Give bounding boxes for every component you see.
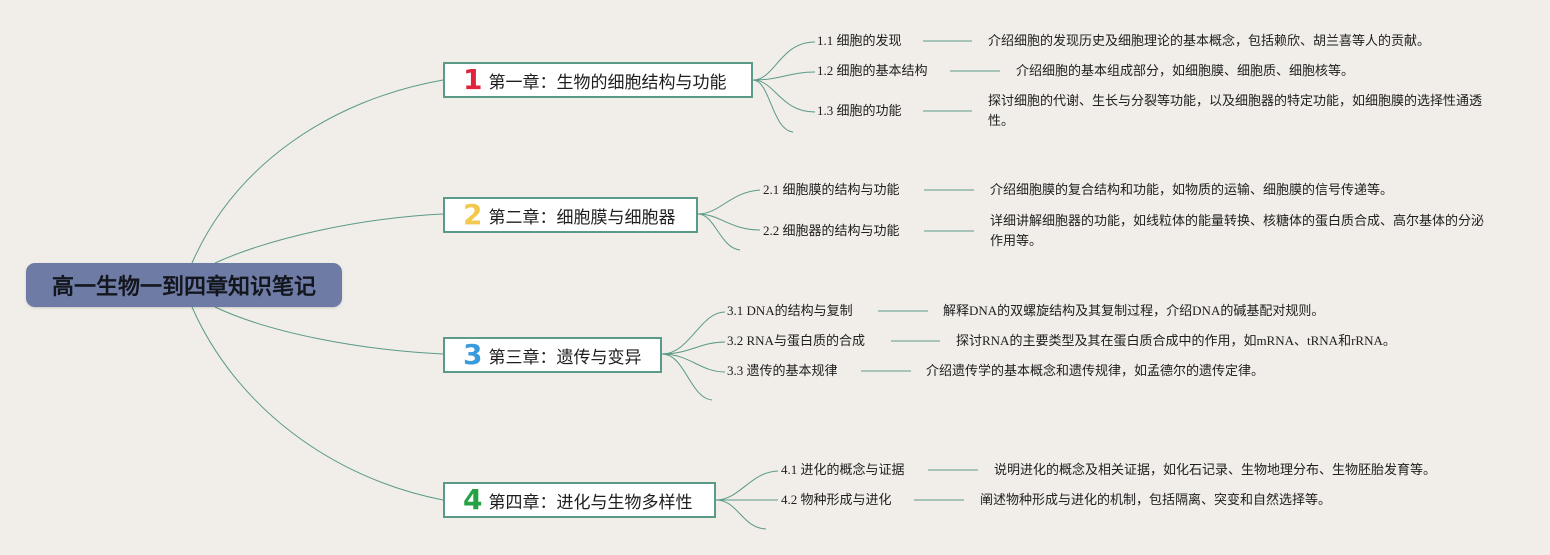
link-ch4-sub-1 [715,470,779,501]
topic-4-1-label[interactable]: 4.1 进化的概念与证据 [781,462,905,477]
link-root-chapter-4 [191,306,444,501]
topic-1-1-desc: 介绍细胞的发现历史及细胞理论的基本概念，包括赖欣、胡兰喜等人的贡献。 [988,33,1431,48]
chapter-3-number-badge: 3 [463,338,483,371]
topic-3-2-label[interactable]: 3.2 RNA与蛋白质的合成 [727,333,865,348]
link-ch3-sub-2 [661,341,726,355]
topic-4-1-desc: 说明进化的概念及相关证据，如化石记录、生物地理分布、生物胚胎发育等。 [994,462,1437,477]
link-ch1-sub-4 [752,79,794,133]
chapter-3-node[interactable]: 3 第三章：遗传与变异 [443,337,662,373]
topic-3-1-desc: 解释DNA的双螺旋结构及其复制过程，介绍DNA的碱基配对规则。 [943,303,1325,318]
root-title: 高一生物一到四章知识笔记 [51,275,316,300]
topic-2-1-label[interactable]: 2.1 细胞膜的结构与功能 [763,182,900,197]
link-ch4-sub-3 [715,499,767,530]
link-ch1-sub-1 [752,41,816,81]
link-root-chapter-3 [214,306,444,355]
topic-1-3-label[interactable]: 1.3 细胞的功能 [817,103,902,118]
link-ch1-sub-2 [752,71,816,81]
topic-3-3-label[interactable]: 3.3 遗传的基本规律 [727,363,838,378]
topic-2-2-desc: 详细讲解细胞器的功能，如线粒体的能量转换、核糖体的蛋白质合成、高尔基体的分泌作用… [990,213,1485,248]
link-ch2-sub-2 [697,213,761,231]
topic-2-1-desc: 介绍细胞膜的复合结构和功能，如物质的运输、细胞膜的信号传递等。 [990,182,1394,197]
chapter-1-title: 第一章：生物的细胞结构与功能 [488,72,727,93]
chapter-2-title: 第二章：细胞膜与细胞器 [488,207,676,228]
topic-3-3-desc: 介绍遗传学的基本概念和遗传规律，如孟德尔的遗传定律。 [926,363,1265,378]
chapter-1-node[interactable]: 1 第一章：生物的细胞结构与功能 [443,62,753,98]
chapter-1-number-badge: 1 [463,63,483,96]
link-ch2-sub-1 [697,189,761,215]
root-topic[interactable]: 高一生物一到四章知识笔记 [26,263,342,307]
topic-1-2-label[interactable]: 1.2 细胞的基本结构 [817,63,928,78]
topic-2-2-label[interactable]: 2.2 细胞器的结构与功能 [763,223,900,238]
topic-1-2-desc: 介绍细胞的基本组成部分，如细胞膜、细胞质、细胞核等。 [1016,63,1355,78]
link-ch1-sub-3 [752,79,816,113]
chapter-4-number-badge: 4 [463,483,483,516]
topic-1-3-desc: 探讨细胞的代谢、生长与分裂等功能，以及细胞器的特定功能，如细胞膜的选择性通透性。 [988,93,1483,128]
link-ch2-sub-3 [697,213,741,251]
link-ch3-sub-1 [661,311,726,355]
chapter-2-number-badge: 2 [463,198,483,231]
link-ch3-sub-3 [661,353,726,373]
chapter-3-title: 第三章：遗传与变异 [488,347,642,368]
chapter-4-node[interactable]: 4 第四章：进化与生物多样性 [443,482,716,518]
chapter-2-node[interactable]: 2 第二章：细胞膜与细胞器 [443,197,698,233]
link-root-chapter-2 [214,213,444,264]
chapter-4-title: 第四章：进化与生物多样性 [488,492,693,513]
topic-3-2-desc: 探讨RNA的主要类型及其在蛋白质合成中的作用，如mRNA、tRNA和rRNA。 [956,333,1396,348]
link-root-chapter-1 [191,79,444,264]
topic-4-2-label[interactable]: 4.2 物种形成与进化 [781,492,892,507]
topic-4-2-desc: 阐述物种形成与进化的机制，包括隔离、突变和自然选择等。 [980,492,1332,507]
topic-3-1-label[interactable]: 3.1 DNA的结构与复制 [727,303,853,318]
link-ch3-sub-4 [661,353,713,401]
topic-1-1-label[interactable]: 1.1 细胞的发现 [817,33,902,48]
